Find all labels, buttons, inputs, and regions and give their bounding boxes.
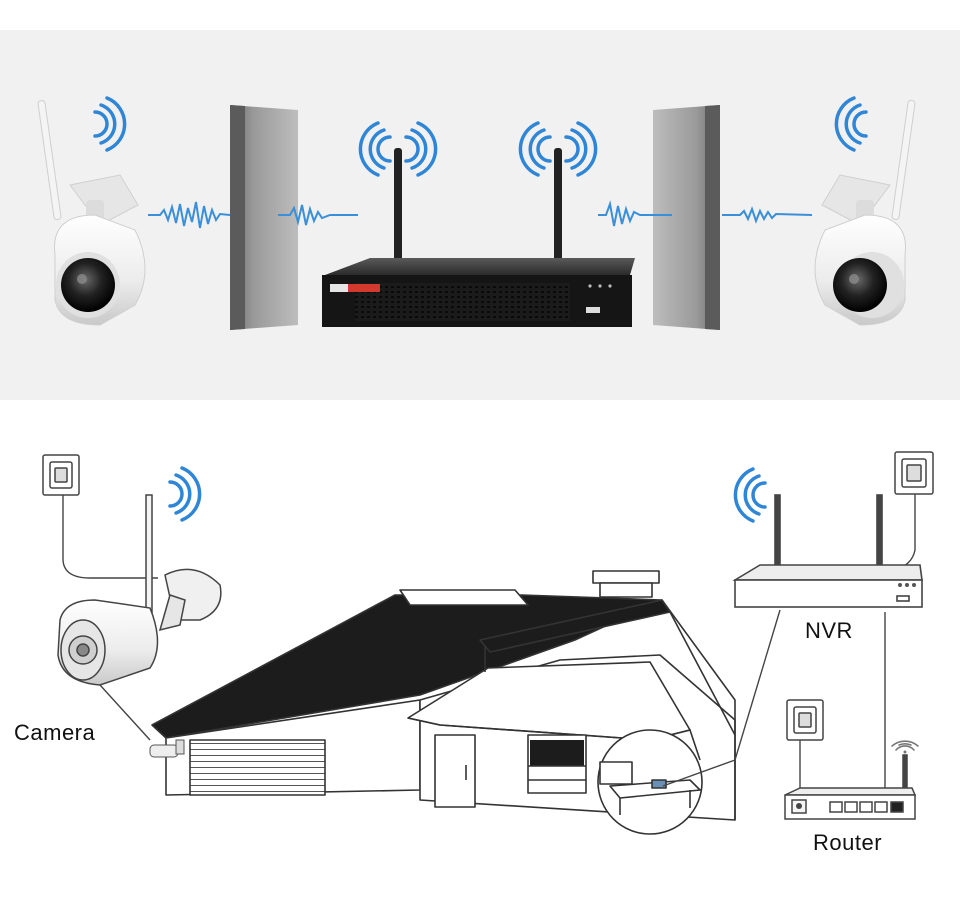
wifi-signal-icon bbox=[834, 96, 868, 152]
top-panel-background bbox=[0, 30, 960, 400]
interior-zoom-circle bbox=[597, 729, 703, 835]
camera-label: Camera bbox=[14, 720, 96, 745]
signal-wave-left-1 bbox=[148, 201, 231, 229]
mounted-camera-on-garage bbox=[149, 739, 185, 758]
wifi-signal-icon bbox=[358, 121, 438, 177]
left-bullet-camera bbox=[37, 100, 146, 326]
chimney bbox=[592, 570, 660, 584]
house-door bbox=[434, 734, 476, 808]
wifi-signal-icon bbox=[733, 467, 767, 523]
wifi-signal-icon bbox=[518, 121, 598, 177]
camera-line-art bbox=[57, 494, 222, 686]
wifi-fan-icon bbox=[891, 740, 919, 754]
left-wall bbox=[230, 105, 298, 330]
nvr-power-cable bbox=[894, 485, 916, 571]
wifi-signal-group-top bbox=[93, 96, 868, 177]
right-wall bbox=[653, 105, 720, 330]
wall-power-adapter-icon bbox=[42, 454, 80, 496]
wall-power-adapter-icon bbox=[894, 451, 934, 495]
nvr-line-art bbox=[732, 494, 923, 608]
usb-port-icon bbox=[586, 307, 600, 313]
wifi-signal-icon bbox=[93, 96, 127, 152]
nvr-to-house-line bbox=[662, 609, 781, 787]
camera-callout-line bbox=[99, 684, 151, 741]
camera-power-cable bbox=[62, 488, 158, 579]
camera-lens-icon bbox=[833, 258, 887, 312]
connection-lines bbox=[62, 485, 916, 795]
signal-wave-right-1 bbox=[598, 200, 672, 227]
garage-door bbox=[189, 739, 326, 796]
wifi-signal-icon bbox=[168, 466, 202, 522]
signal-wave-left-2 bbox=[278, 204, 358, 226]
camera-lens-icon bbox=[61, 258, 115, 312]
wall-power-adapter-icon bbox=[786, 699, 824, 741]
router-line-art bbox=[784, 754, 917, 820]
signal-waves-top bbox=[148, 200, 813, 229]
router-label: Router bbox=[813, 830, 883, 855]
nvr-label: NVR bbox=[805, 618, 853, 643]
right-bullet-camera bbox=[814, 99, 916, 326]
wifi-signal-group-bottom bbox=[168, 466, 767, 523]
house-illustration bbox=[151, 570, 736, 835]
signal-wave-right-2 bbox=[722, 206, 813, 224]
nvr-recorder-top bbox=[322, 148, 635, 327]
